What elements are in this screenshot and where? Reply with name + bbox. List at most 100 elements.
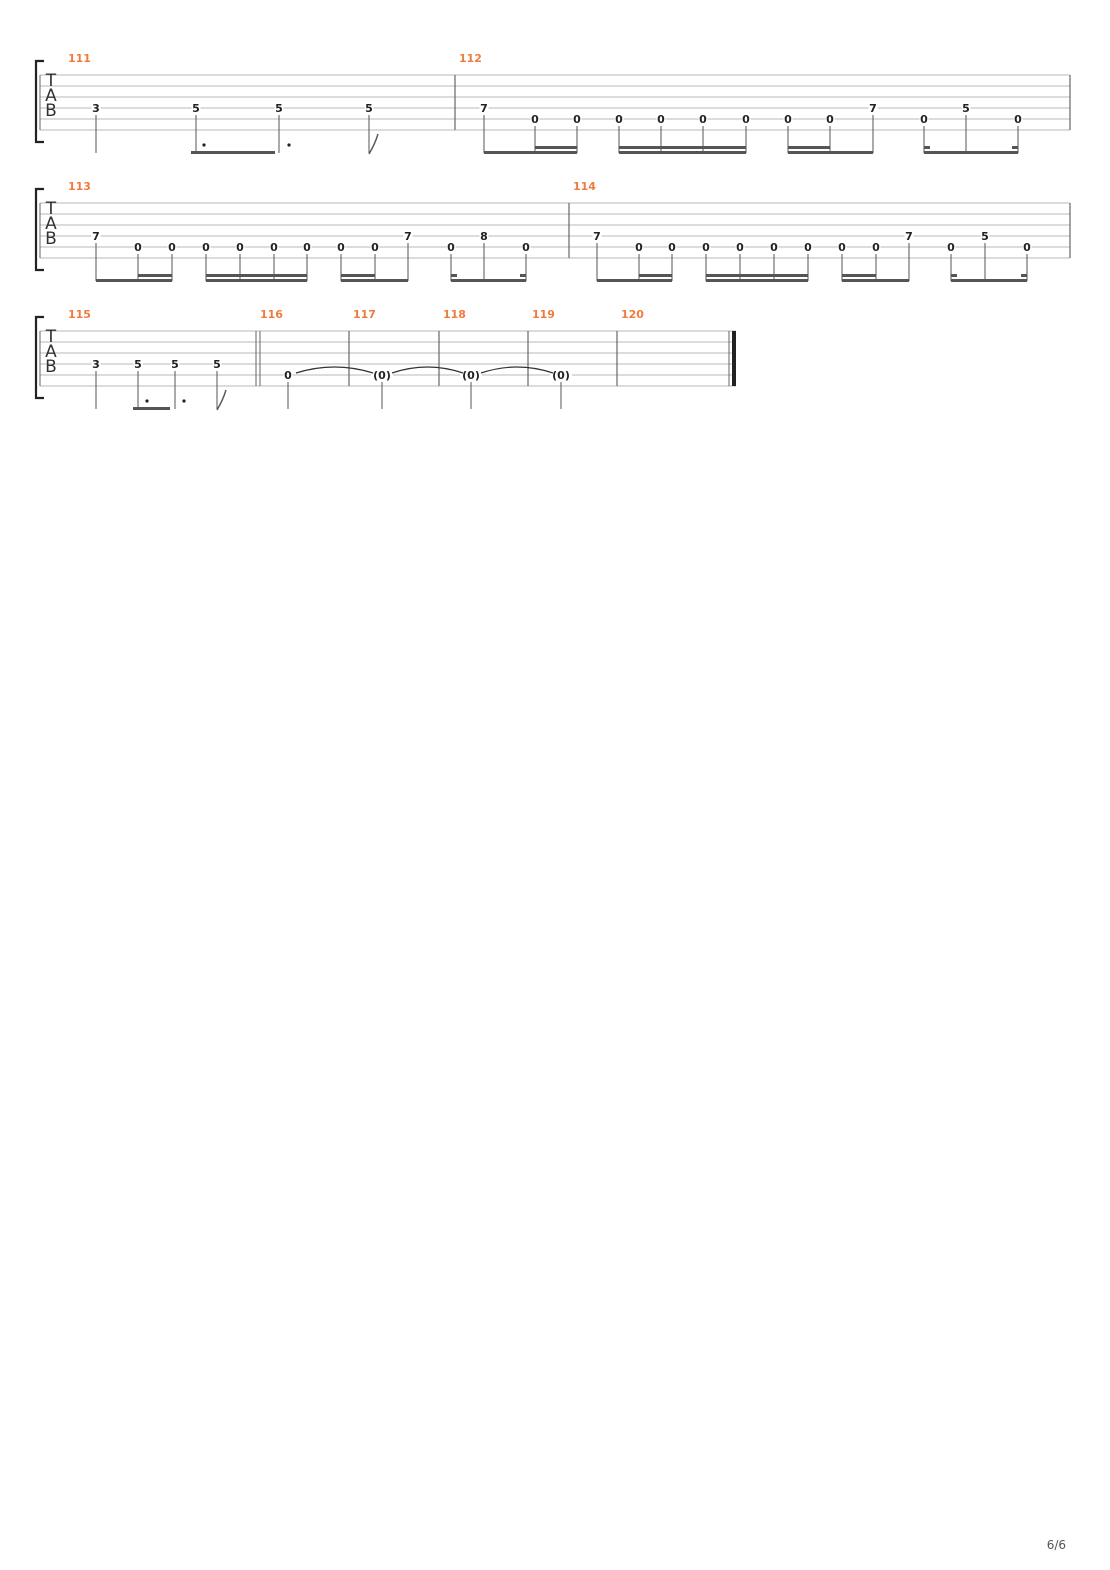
note-background [868, 102, 878, 114]
tie [480, 366, 554, 374]
fret-number: 0 [742, 113, 750, 126]
note-background [572, 113, 582, 125]
tab-clef-letter: A [45, 342, 57, 362]
note-background [656, 113, 666, 125]
fret-number: (0) [552, 369, 570, 382]
beam [788, 146, 830, 149]
fret-number: 0 [947, 241, 955, 254]
note-background [133, 358, 143, 370]
beam [484, 151, 577, 154]
note-background [403, 230, 413, 242]
fret-number: 0 [699, 113, 707, 126]
fret-number: 0 [838, 241, 846, 254]
fret-number: 5 [192, 102, 200, 115]
beam [639, 274, 672, 277]
fret-number: 5 [962, 102, 970, 115]
note-background [904, 230, 914, 242]
beam [138, 274, 172, 277]
fret-number: 0 [270, 241, 278, 254]
fret-number: 0 [804, 241, 812, 254]
fret-number: (0) [462, 369, 480, 382]
tab-clef-letter: B [45, 357, 57, 377]
fret-number: 5 [275, 102, 283, 115]
note-background [167, 241, 177, 253]
note-flag [368, 133, 379, 155]
fret-number: 0 [284, 369, 292, 382]
rhythm-dot [182, 399, 186, 403]
beam [951, 279, 1027, 282]
fret-number: 0 [202, 241, 210, 254]
system-bracket [34, 187, 44, 272]
note-background [825, 113, 835, 125]
note-background [741, 113, 751, 125]
note-background [667, 241, 677, 253]
beam [842, 279, 909, 282]
note-background [235, 241, 245, 253]
fret-number: 0 [668, 241, 676, 254]
measure-number: 114 [573, 180, 596, 193]
note-background [283, 369, 293, 381]
note-background [91, 102, 101, 114]
beam [619, 151, 746, 154]
beam [597, 279, 672, 282]
note-background [201, 241, 211, 253]
tab-clef-letter: A [45, 214, 57, 234]
note-background [769, 241, 779, 253]
rhythm-dot [202, 143, 206, 147]
note-background [274, 102, 284, 114]
note-background [614, 113, 624, 125]
fret-number: 0 [770, 241, 778, 254]
note-background [91, 230, 101, 242]
beam [451, 274, 457, 277]
note-background [803, 241, 813, 253]
fret-number: 0 [635, 241, 643, 254]
beam [1012, 146, 1018, 149]
beam [706, 274, 808, 277]
note-background [735, 241, 745, 253]
note-background [1013, 113, 1023, 125]
fret-number: 3 [92, 358, 100, 371]
tie [295, 366, 374, 374]
note-background [530, 113, 540, 125]
measure-number: 119 [532, 308, 555, 321]
beam [788, 151, 873, 154]
note-background [946, 241, 956, 253]
note-background [698, 113, 708, 125]
note-background [191, 102, 201, 114]
tab-clef-letter: B [45, 101, 57, 121]
tie [391, 366, 464, 374]
note-background [634, 241, 644, 253]
note-background [701, 241, 711, 253]
fret-number: 5 [981, 230, 989, 243]
beam [341, 274, 375, 277]
tab-clef-letter: T [45, 199, 57, 219]
fret-number: 0 [531, 113, 539, 126]
fret-number: 7 [92, 230, 100, 243]
tab-clef-letter: A [45, 86, 57, 106]
fret-number: 0 [236, 241, 244, 254]
note-background [919, 113, 929, 125]
final-barline [732, 331, 736, 386]
note-background [980, 230, 990, 242]
fret-number: 7 [404, 230, 412, 243]
beam [842, 274, 876, 277]
fret-number: 0 [826, 113, 834, 126]
fret-number: 7 [869, 102, 877, 115]
note-background [871, 241, 881, 253]
note-background [336, 241, 346, 253]
note-background [592, 230, 602, 242]
note-background [961, 102, 971, 114]
measure-number: 117 [353, 308, 376, 321]
fret-number: 0 [615, 113, 623, 126]
fret-number: 0 [702, 241, 710, 254]
note-background [446, 241, 456, 253]
system-bracket [34, 315, 44, 400]
note-background [837, 241, 847, 253]
fret-number: 0 [573, 113, 581, 126]
beam [951, 274, 957, 277]
note-background [170, 358, 180, 370]
fret-number: 0 [784, 113, 792, 126]
fret-number: 5 [134, 358, 142, 371]
measure-number: 111 [68, 52, 91, 65]
